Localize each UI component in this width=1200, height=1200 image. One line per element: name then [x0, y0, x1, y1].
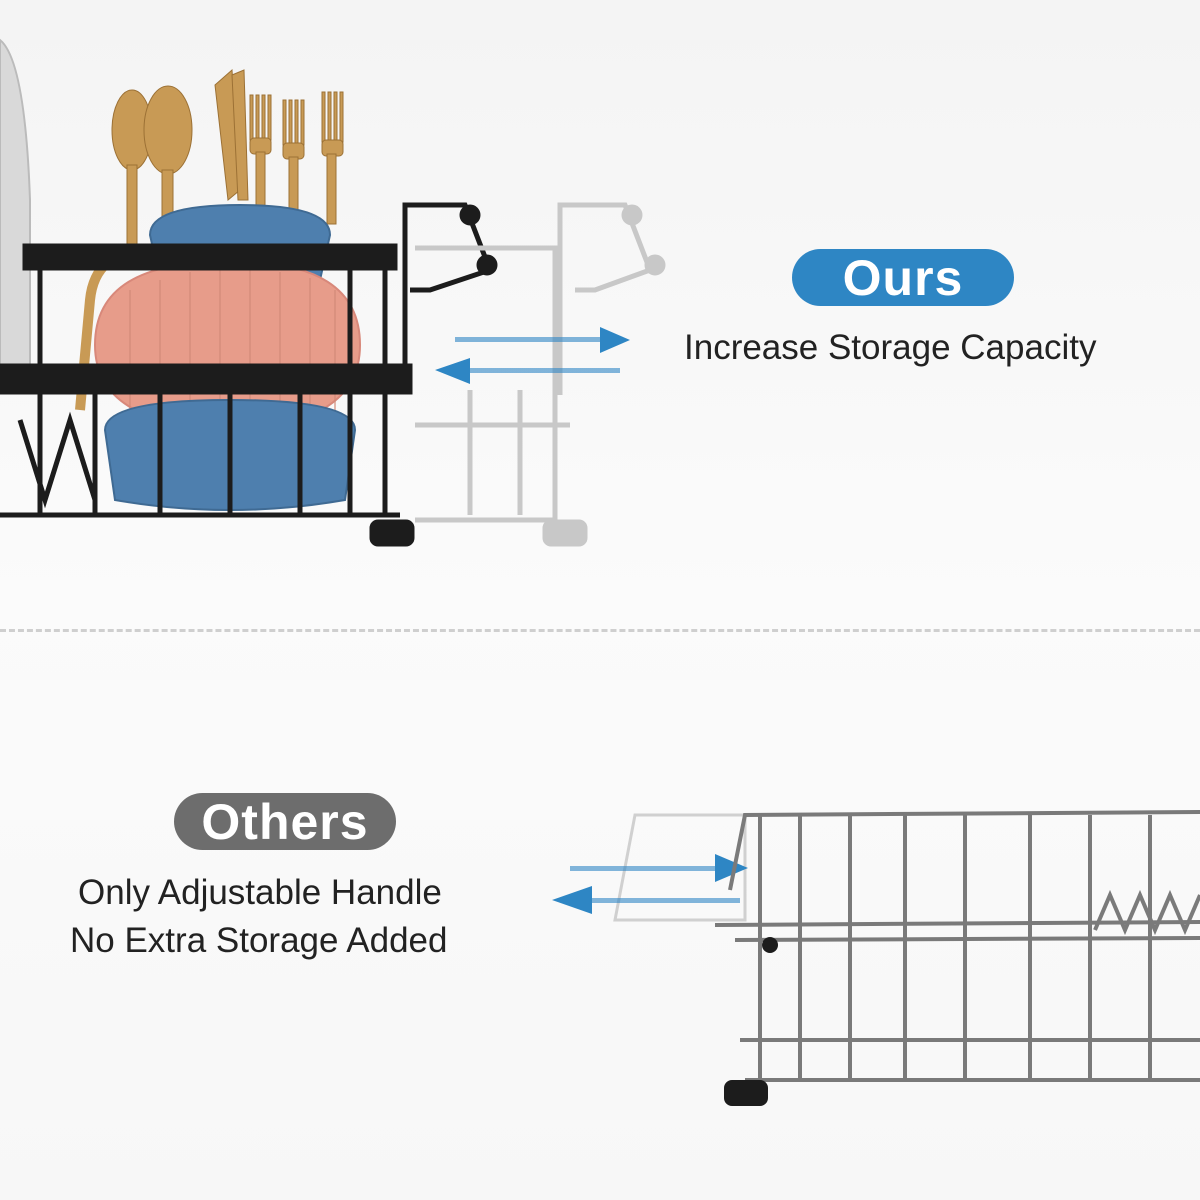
silver-rack-icon [714, 810, 1200, 1106]
black-rack-icon [0, 202, 498, 547]
others-caption-line2: No Extra Storage Added [70, 921, 448, 960]
section-divider [0, 629, 1200, 632]
ours-badge: Ours [792, 249, 1014, 306]
extended-rack-ghost-icon [415, 202, 666, 547]
ours-dish-rack-illustration [0, 38, 666, 547]
ours-caption: Increase Storage Capacity [684, 328, 1097, 367]
others-badge: Others [174, 793, 396, 850]
ghost-handle-icon [613, 813, 747, 922]
gold-cutlery-icon [111, 68, 344, 256]
adjust-arrows-icon [552, 854, 748, 914]
extend-arrows-icon [435, 327, 630, 384]
cutting-board-icon [0, 38, 31, 381]
others-caption-line1: Only Adjustable Handle [78, 873, 442, 912]
ours-section: Ours Increase Storage Capacity [0, 38, 1097, 547]
others-section: Others Only Adjustable Handle No Extra S… [0, 640, 1200, 1200]
others-dish-rack-illustration [552, 810, 1200, 1106]
